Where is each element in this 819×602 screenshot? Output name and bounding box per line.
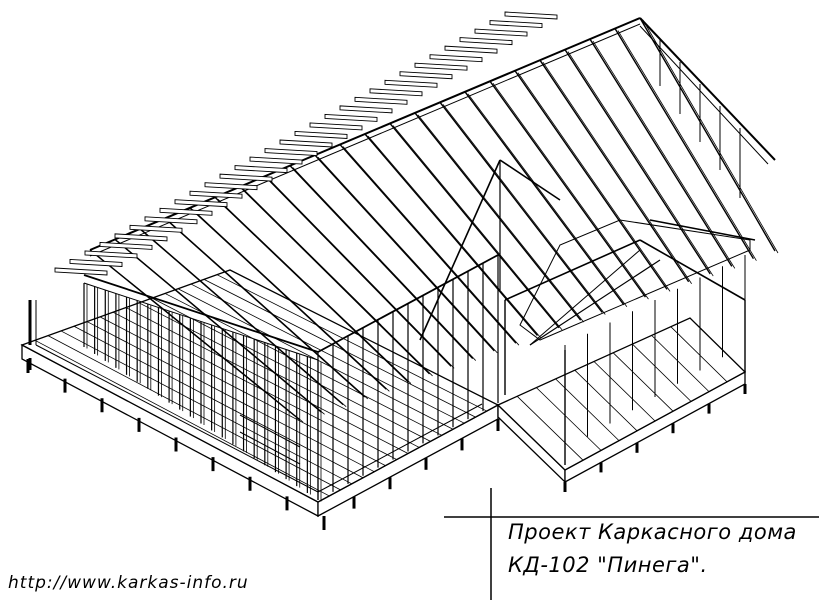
foundation-platform [20, 269, 747, 518]
project-title-line-2: КД-102 "Пинега". [508, 553, 708, 577]
roof-battens [54, 11, 558, 276]
side-wing-frame [504, 219, 756, 465]
floor-joists [34, 274, 728, 497]
title-block-frame [444, 488, 819, 600]
project-title-line-1: Проект Каркасного дома [508, 520, 797, 544]
website-url: http://www.karkas-info.ru [8, 573, 249, 593]
foundation-piles [26, 358, 747, 530]
roof-rafters [89, 17, 779, 423]
